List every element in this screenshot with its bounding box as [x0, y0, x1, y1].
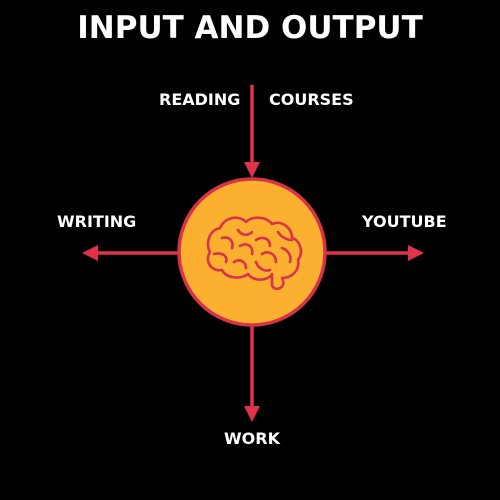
output-arrow-bottom — [244, 326, 260, 422]
node-label-reading: READING — [159, 90, 241, 109]
node-label-courses: COURSES — [269, 90, 354, 109]
output-arrow-left — [82, 245, 178, 261]
output-arrow-right — [326, 245, 424, 261]
node-label-youtube: YOUTUBE — [362, 212, 447, 231]
node-label-work: WORK — [224, 429, 280, 448]
brain-icon — [206, 216, 303, 291]
node-label-writing: WRITING — [57, 212, 137, 231]
input-arrow-top — [244, 85, 260, 178]
page-title: INPUT AND OUTPUT — [77, 10, 423, 46]
